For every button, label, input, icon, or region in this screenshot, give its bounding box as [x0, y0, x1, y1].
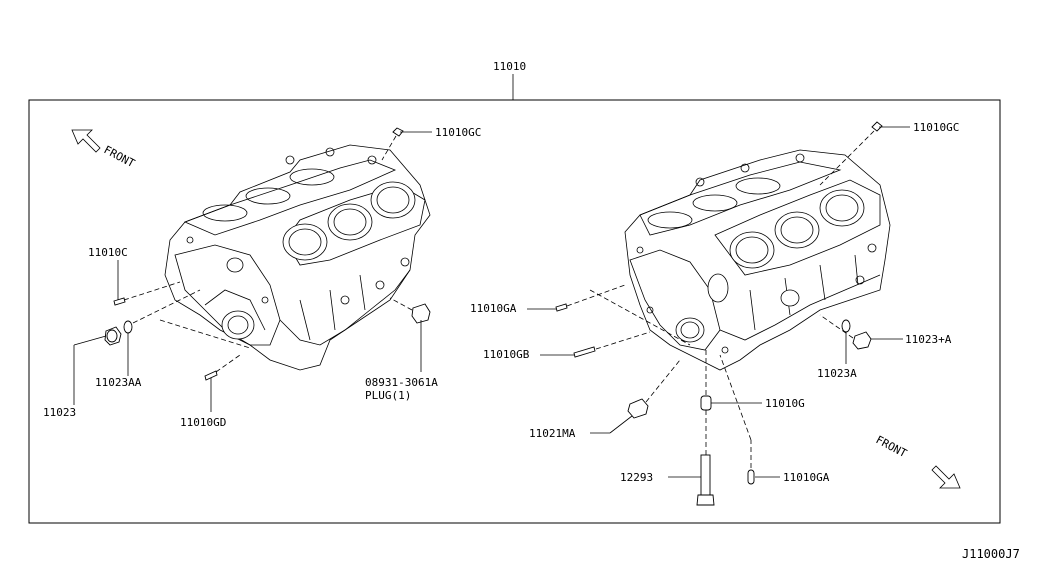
assembly-frame: [28, 99, 1001, 524]
front-arrow-right-icon: [931, 465, 961, 489]
front-label-left: FRONT: [102, 143, 138, 170]
right-ga-lower-pin: [719, 354, 780, 485]
callout-right-11010gb: 11010GB: [483, 348, 530, 361]
right-gb-pin: [573, 346, 596, 358]
callout-right-11010ga-upper: 11010GA: [470, 302, 517, 315]
callout-right-11010gc: 11010GC: [913, 121, 959, 134]
left-engine-block: [164, 144, 431, 371]
right-ga-upper-pin: [555, 303, 568, 312]
callout-plug-desc: PLUG(1): [365, 389, 411, 402]
left-gd-pin: [204, 370, 218, 381]
callout-left-11023aa: 11023AA: [95, 376, 142, 389]
callout-right-11021ma: 11021MA: [529, 427, 576, 440]
right-11021ma-bolt: [590, 359, 681, 434]
callout-right-11010g: 11010G: [765, 397, 805, 410]
callout-right-11023a-plus: 11023+A: [905, 333, 952, 346]
right-11023a-washer: [841, 319, 851, 333]
front-label-right: FRONT: [874, 433, 910, 460]
left-11023aa-washer: [123, 320, 133, 334]
right-11010g-dowel: [700, 350, 762, 455]
callout-left-11010c: 11010C: [88, 246, 128, 259]
callout-right-11023a: 11023A: [817, 367, 857, 380]
callout-left-11010gc: 11010GC: [435, 126, 481, 139]
left-c-pin: [113, 297, 126, 306]
right-12293-bolt: [668, 454, 715, 506]
callout-left-11010gd: 11010GD: [180, 416, 226, 429]
right-top-gc-pin: [819, 121, 910, 186]
callout-left-11023: 11023: [43, 406, 76, 419]
right-11023a-plus-plug: [819, 314, 903, 350]
right-engine-block: [624, 149, 891, 371]
plug-bolt: [389, 297, 431, 372]
left-top-gc-pin: [381, 127, 432, 161]
assembly-number-label: 11010: [493, 60, 526, 73]
left-11023-plug: [104, 326, 122, 346]
callout-right-12293: 12293: [620, 471, 653, 484]
callout-right-11010ga-lower: 11010GA: [783, 471, 830, 484]
catalog-code: J11000J7: [962, 547, 1020, 561]
front-arrow-left-icon: [71, 129, 101, 153]
callout-plug-part: 08931-3061A: [365, 376, 438, 389]
